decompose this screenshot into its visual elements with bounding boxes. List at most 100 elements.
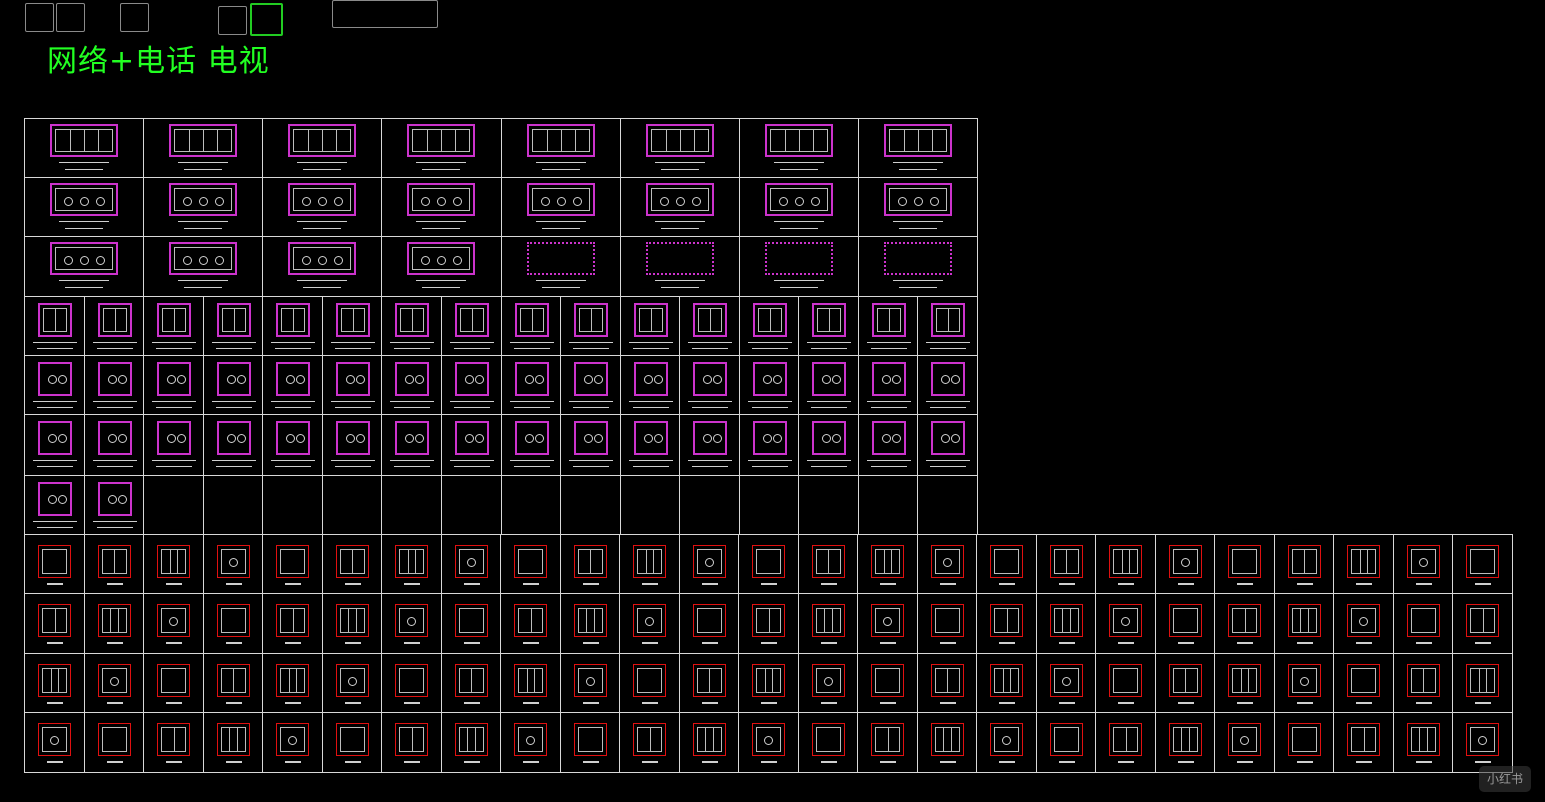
- socket-hole: [64, 256, 73, 265]
- plate-inner: [399, 668, 424, 693]
- symbol-label: [582, 702, 599, 704]
- plate-inner: [280, 668, 305, 693]
- plate-inner: [934, 549, 960, 574]
- plate-inner: [994, 549, 1019, 574]
- switch-socket-symbol-icon: [395, 723, 428, 756]
- socket-hole: [822, 434, 832, 443]
- plate-inner: [815, 549, 841, 574]
- switch-socket-symbol-icon: [1466, 664, 1499, 697]
- socket-hole: [703, 434, 713, 443]
- switch-socket-symbol-icon: [1109, 604, 1142, 637]
- switch-socket-symbol-icon: [276, 303, 311, 337]
- plate-inner: [161, 668, 186, 693]
- grid-cell: [321, 593, 382, 654]
- plate-inner: [815, 727, 841, 752]
- symbol-label: [225, 642, 242, 644]
- symbol-label: [416, 280, 467, 281]
- socket-hole: [942, 558, 952, 567]
- plate-inner: [1351, 727, 1376, 752]
- plate-inner: [756, 608, 781, 633]
- symbol-label: [344, 642, 361, 644]
- socket-hole: [1180, 558, 1190, 567]
- grid-cell: [262, 593, 323, 654]
- symbol-label: [166, 642, 182, 644]
- socket-hole: [228, 558, 238, 567]
- plate-inner: [458, 727, 484, 752]
- grid-cell: [1214, 653, 1275, 713]
- grid-cell: [857, 414, 919, 476]
- switch-socket-symbol-icon: [276, 421, 311, 455]
- socket-hole: [881, 434, 891, 443]
- socket-plate-icon: [120, 3, 149, 32]
- plate-inner: [1291, 727, 1317, 752]
- socket-hole: [318, 256, 328, 265]
- symbol-label: [509, 460, 554, 461]
- symbol-label: [751, 466, 788, 467]
- symbol-label: [449, 460, 494, 461]
- switch-socket-symbol-icon: [514, 421, 549, 455]
- switch-socket-symbol-icon: [1168, 664, 1202, 697]
- grid-cell: [321, 534, 382, 594]
- plate-inner: [994, 668, 1019, 693]
- switch-socket-symbol-icon: [645, 242, 714, 275]
- symbol-label: [523, 583, 539, 585]
- plate-divider: [590, 550, 591, 573]
- symbol-label: [870, 407, 907, 408]
- grid-cell: [83, 475, 145, 535]
- plate-divider: [58, 669, 60, 692]
- grid-cell: [440, 296, 502, 356]
- switch-socket-symbol-icon: [157, 545, 190, 578]
- socket-hole: [659, 197, 669, 206]
- socket-hole: [762, 434, 772, 443]
- plate-inner: [1410, 668, 1436, 693]
- symbol-label: [184, 228, 223, 229]
- symbol-label: [582, 642, 599, 644]
- plate-divider: [114, 309, 116, 331]
- grid-cell: [1273, 653, 1334, 713]
- socket-hole: [653, 375, 663, 384]
- symbol-label: [761, 761, 777, 763]
- symbol-label: [1058, 642, 1075, 644]
- symbol-label: [96, 348, 133, 349]
- grid-cell: [202, 653, 263, 713]
- symbol-label: [59, 280, 109, 281]
- grid-cell: [262, 653, 323, 713]
- switch-socket-symbol-icon: [574, 421, 609, 455]
- symbol-label: [152, 401, 197, 402]
- symbol-label: [939, 702, 956, 704]
- symbol-label: [1118, 642, 1134, 644]
- plate-divider: [1244, 609, 1246, 632]
- grid-cell: [1095, 653, 1156, 713]
- switch-socket-symbol-icon: [1466, 723, 1499, 756]
- symbol-label: [166, 702, 182, 704]
- switch-socket-symbol-icon: [97, 482, 132, 516]
- symbol-label: [416, 162, 467, 163]
- switch-socket-symbol-icon: [514, 604, 547, 637]
- grid-cell: [738, 534, 799, 594]
- grid-cell: [24, 118, 145, 178]
- plate-divider: [1129, 550, 1131, 573]
- grid-cell: [83, 593, 144, 654]
- grid-cell: [1333, 653, 1394, 713]
- socket-hole: [177, 375, 187, 384]
- grid-cell: [738, 653, 799, 713]
- grid-cell: [202, 534, 263, 594]
- switch-socket-symbol-icon: [407, 183, 476, 216]
- symbol-label: [930, 466, 967, 467]
- switch-socket-symbol-icon: [50, 242, 118, 275]
- symbol-label: [701, 702, 718, 704]
- plate-inner: [638, 308, 663, 332]
- socket-hole: [302, 197, 312, 206]
- switch-socket-symbol-icon: [97, 664, 131, 697]
- plate-inner: [577, 727, 603, 752]
- socket-hole: [453, 256, 463, 265]
- plate-inner: [1053, 668, 1079, 693]
- switch-socket-symbol-icon: [1347, 604, 1380, 637]
- socket-hole: [703, 375, 713, 384]
- plate-inner: [1291, 608, 1317, 633]
- socket-hole: [318, 197, 328, 206]
- switch-socket-symbol-icon: [930, 604, 964, 637]
- switch-socket-symbol-icon: [276, 362, 311, 396]
- plate-divider: [948, 309, 950, 331]
- switch-socket-symbol-icon: [97, 604, 131, 637]
